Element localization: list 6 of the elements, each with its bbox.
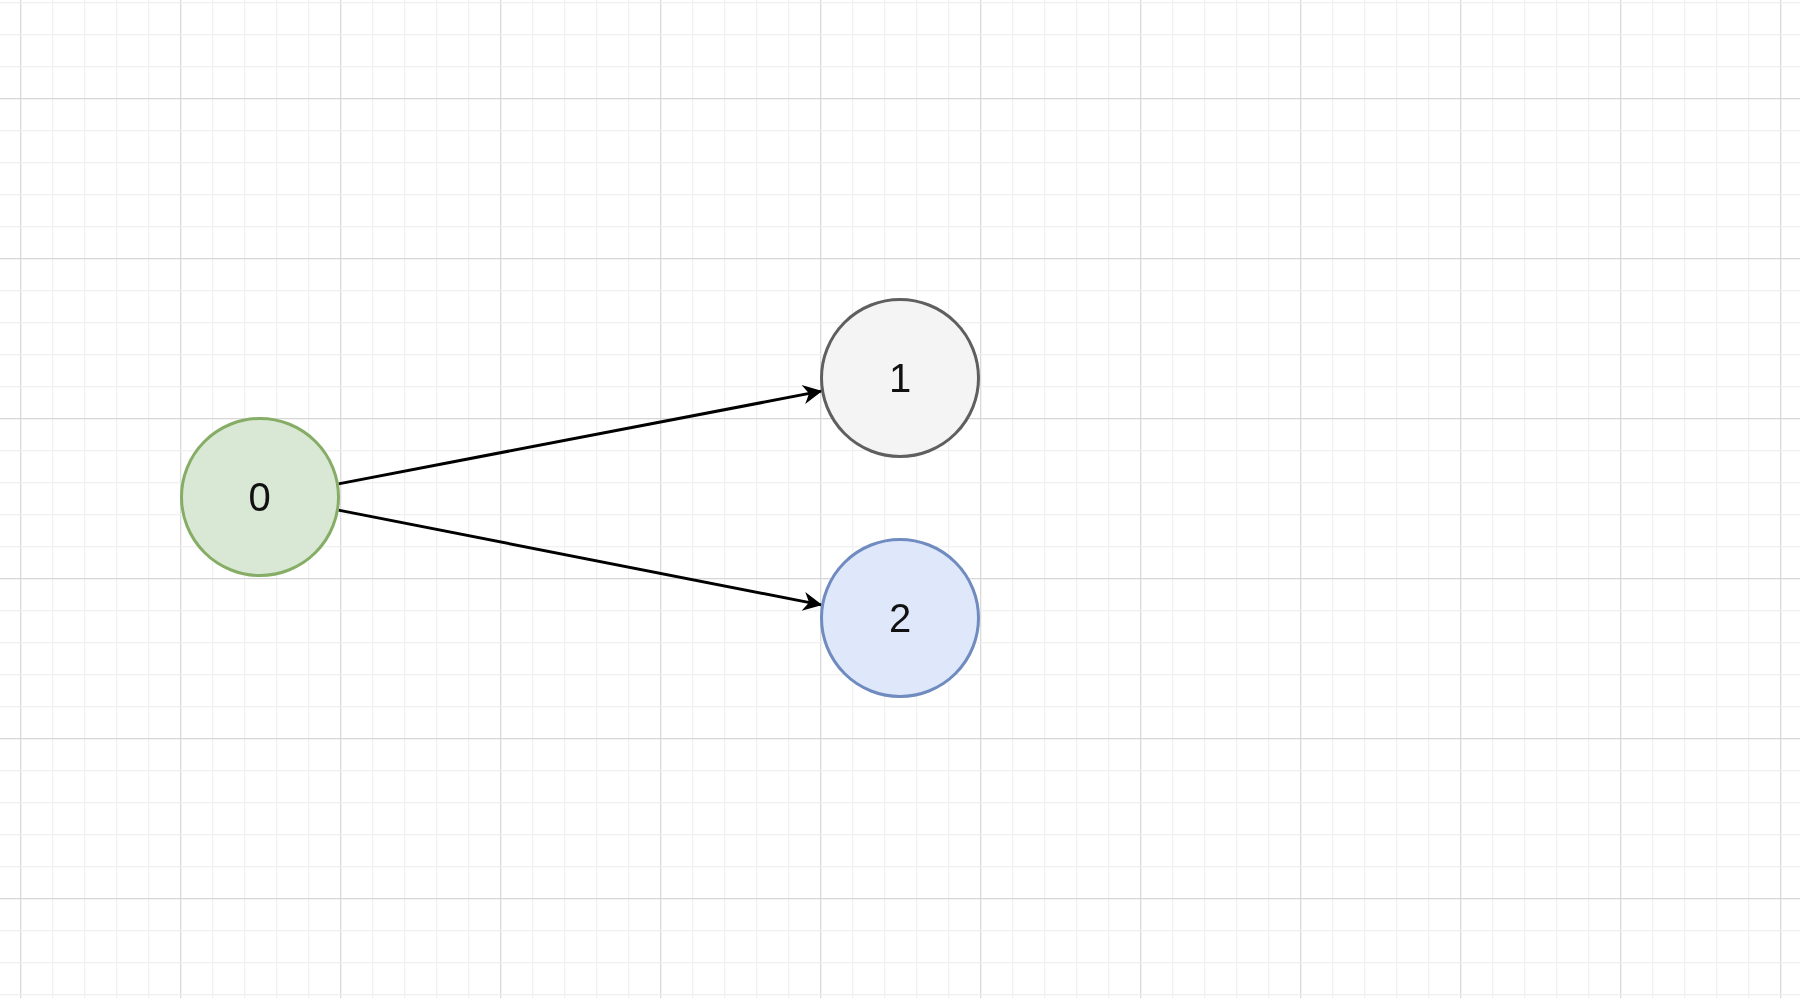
arrow — [338, 385, 823, 486]
node-label: 2 — [888, 595, 912, 641]
circle-node — [179, 417, 340, 577]
node-label: 0 — [248, 474, 271, 520]
node-label: 1 — [888, 355, 912, 401]
arrow — [338, 508, 823, 611]
